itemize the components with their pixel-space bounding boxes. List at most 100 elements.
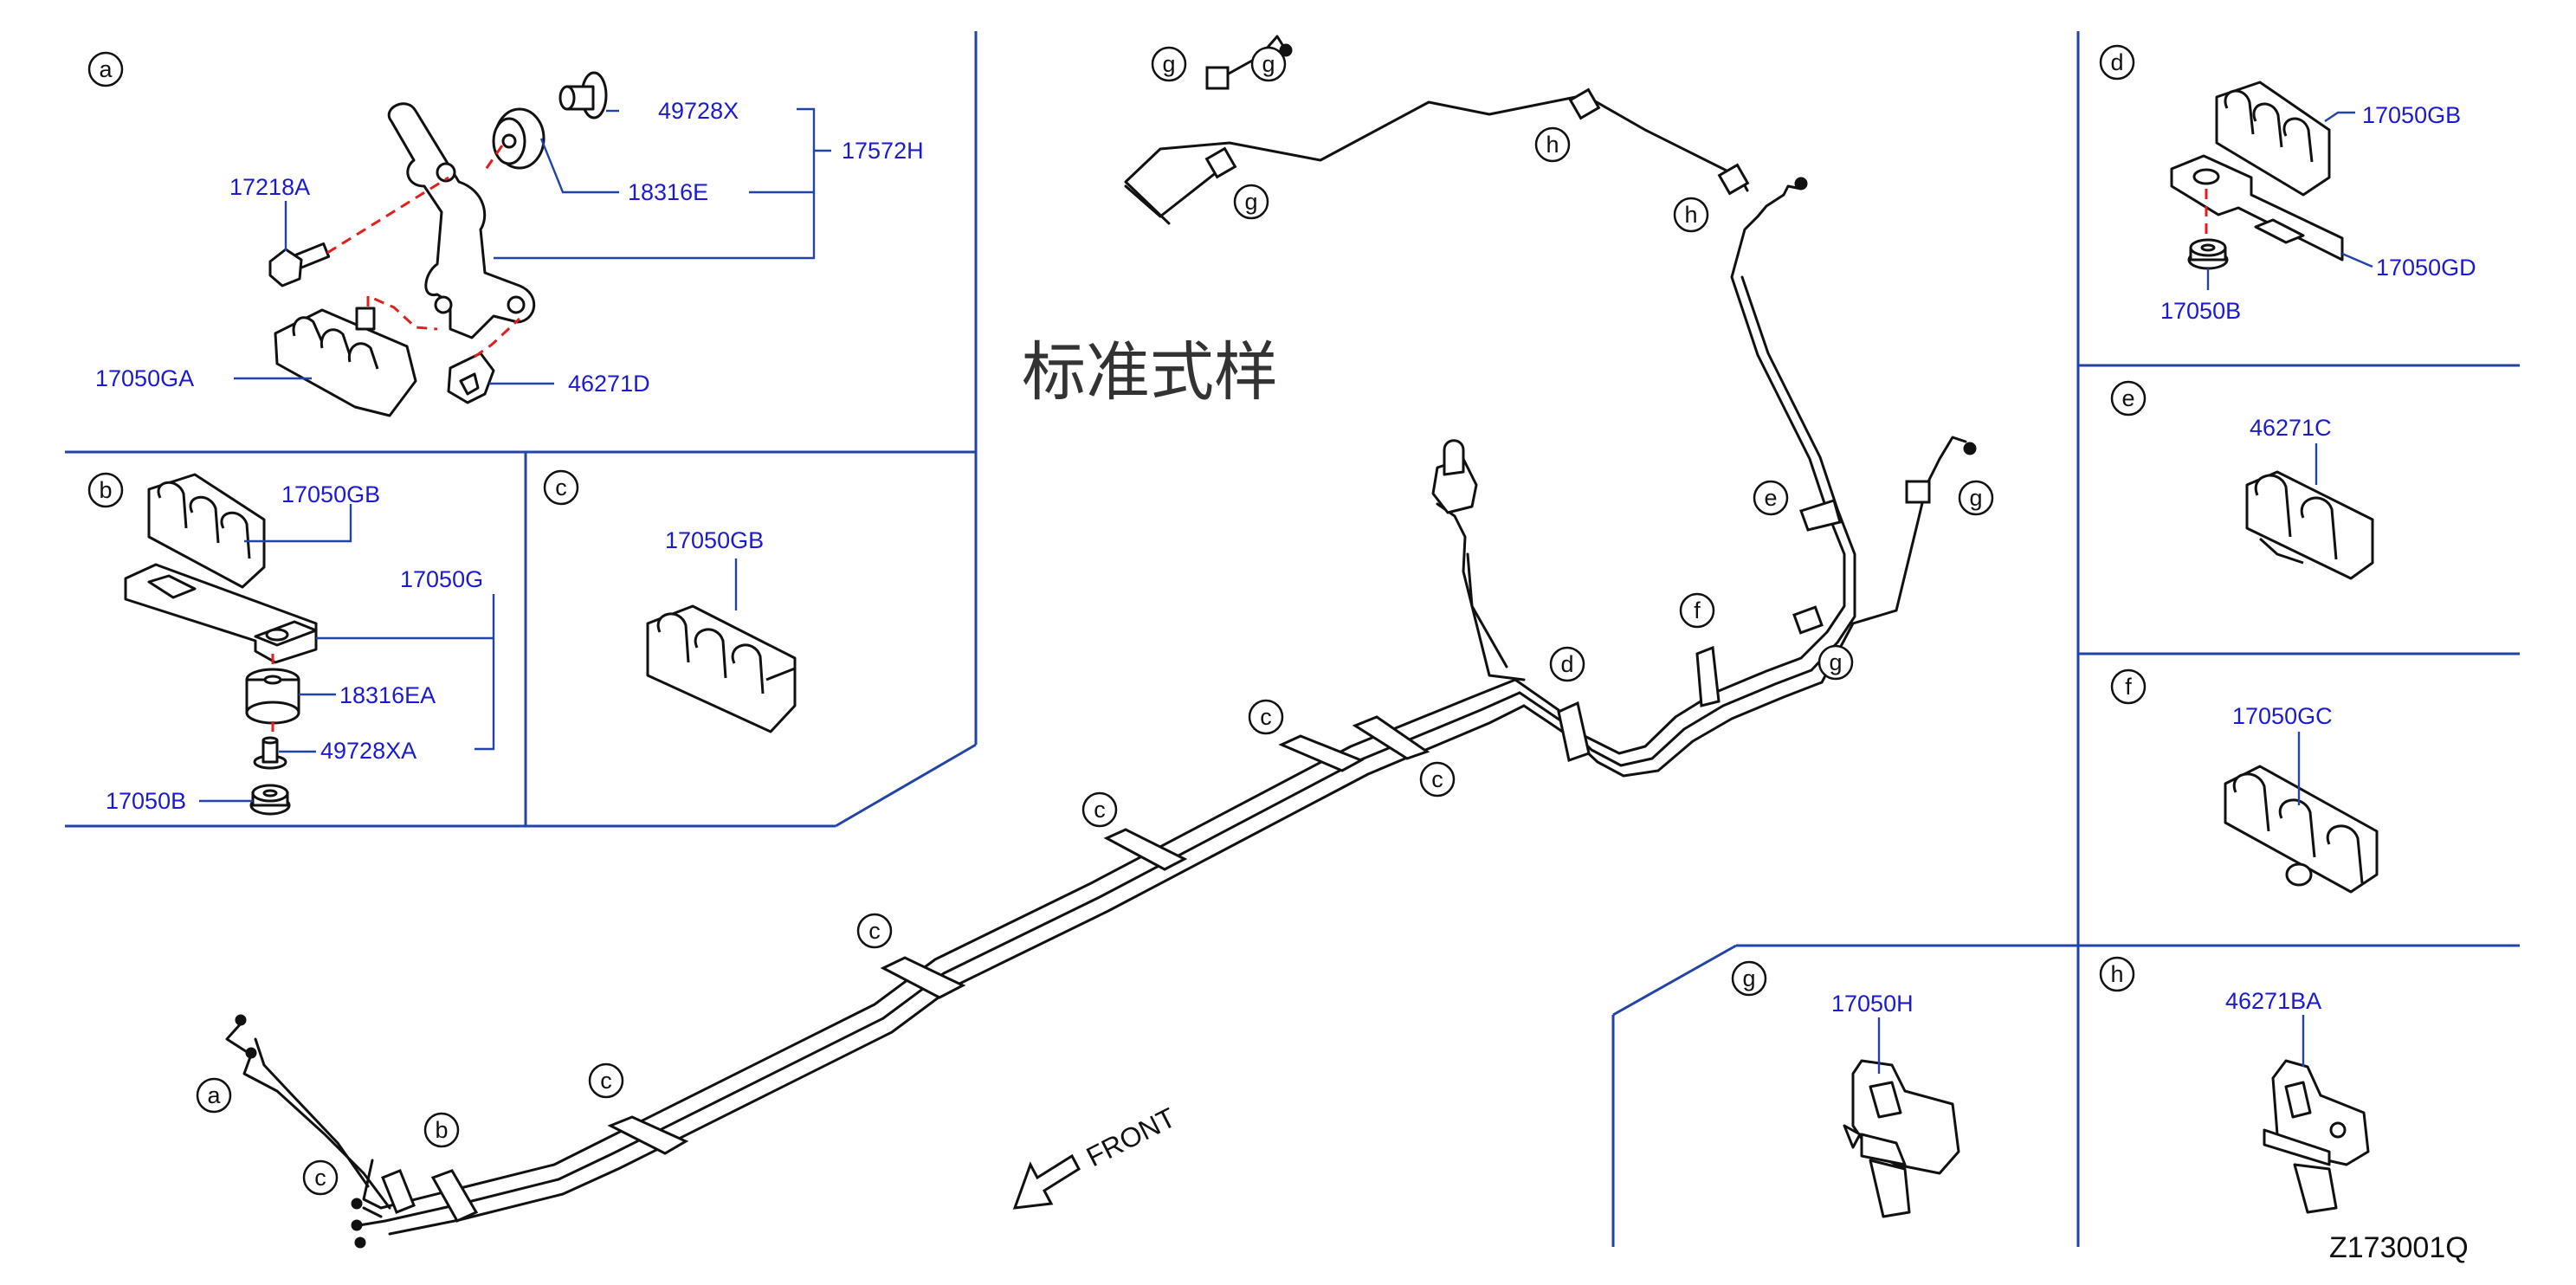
bushing-18316e xyxy=(492,107,546,170)
svg-text:g: g xyxy=(1262,51,1275,77)
callout-g: g xyxy=(1233,184,1269,220)
panel-c-letter: c xyxy=(543,469,579,506)
svg-text:g: g xyxy=(1742,965,1755,991)
svg-text:h: h xyxy=(1546,132,1559,158)
callout-h: h xyxy=(1673,197,1709,233)
svg-text:b: b xyxy=(99,477,112,503)
callout-c: c xyxy=(1419,761,1456,797)
callout-g: g xyxy=(1151,46,1187,82)
panel-d-letter: d xyxy=(2099,44,2135,81)
clip-46271d xyxy=(447,352,495,404)
pn-46271ba: 46271BA xyxy=(2225,988,2321,1014)
callout-g: g xyxy=(1958,480,1994,516)
callout-c: c xyxy=(1248,699,1284,735)
clip-46271ba xyxy=(2263,1059,2370,1214)
svg-text:h: h xyxy=(1684,202,1697,228)
svg-text:g: g xyxy=(1162,51,1175,77)
panel-a-letter: a xyxy=(87,51,124,87)
pn-17050b-d: 17050B xyxy=(2160,298,2241,324)
title-cn: 标准式样 xyxy=(1022,335,1278,410)
svg-text:a: a xyxy=(207,1082,221,1108)
quick-connector xyxy=(1431,439,1478,514)
pn-17050gb-d: 17050GB xyxy=(2362,102,2461,128)
clip-block xyxy=(1792,605,1824,635)
pn-17050gb-c: 17050GB xyxy=(665,527,764,553)
pn-18316ea: 18316EA xyxy=(339,682,436,708)
callout-f: g xyxy=(1250,46,1287,82)
clip-46271c xyxy=(2245,470,2374,580)
svg-text:g: g xyxy=(1969,485,1982,511)
svg-text:e: e xyxy=(1764,485,1777,511)
clip-17050gb-c xyxy=(646,604,797,733)
panel-b-letter: b xyxy=(87,472,124,508)
svg-text:f: f xyxy=(2125,674,2132,700)
fuel-pipe-assembly xyxy=(225,35,1977,1249)
bracket-17050gd xyxy=(2170,154,2344,262)
bushing-18316ea xyxy=(245,668,300,725)
pn-17572h: 17572H xyxy=(842,138,924,164)
bolt-17218a xyxy=(268,242,331,287)
panel-borders xyxy=(65,31,2520,1247)
panel-d: d 17050GB 17050GD 17050B xyxy=(2099,44,2476,324)
bracket-hole xyxy=(436,162,456,183)
svg-text:c: c xyxy=(1094,797,1106,823)
pn-17050h: 17050H xyxy=(1831,991,1914,1017)
svg-text:c: c xyxy=(1260,704,1272,730)
callout-c: c xyxy=(1081,791,1118,828)
callout-e: e xyxy=(1753,480,1789,516)
callout-h: h xyxy=(1534,126,1571,163)
bracket-hole xyxy=(507,295,526,314)
collar-49728xa xyxy=(253,736,287,770)
bracket-17050g xyxy=(124,563,318,664)
svg-text:c: c xyxy=(555,475,567,500)
callout-c: c xyxy=(302,1159,339,1196)
clip-block xyxy=(1204,146,1237,179)
svg-text:e: e xyxy=(2121,385,2134,411)
svg-text:d: d xyxy=(1560,651,1573,677)
callout-b: b xyxy=(423,1112,460,1148)
svg-text:h: h xyxy=(2110,961,2123,987)
pn-17050ga: 17050GA xyxy=(95,365,194,391)
panel-e: e 46271C xyxy=(2110,380,2374,580)
pn-17218a: 17218A xyxy=(229,174,310,200)
svg-text:c: c xyxy=(1431,766,1443,792)
pn-17050gc: 17050GC xyxy=(2232,703,2333,729)
clip-17050ga xyxy=(274,307,417,417)
panel-g-letter: g xyxy=(1731,960,1767,997)
pn-49728x: 49728X xyxy=(658,98,739,124)
panel-c: c 17050GB xyxy=(543,469,797,733)
panel-a: a xyxy=(87,51,924,417)
panel-f: f 17050GC xyxy=(2110,668,2379,894)
pn-18316e: 18316E xyxy=(628,179,708,205)
panel-g: g 17050H xyxy=(1731,960,1960,1218)
callout-c: c xyxy=(856,913,893,949)
clip-17050gb-d xyxy=(2215,81,2331,197)
nut-17050b xyxy=(249,784,291,816)
front-arrow: FRONT xyxy=(1012,1101,1181,1210)
diagram-code: Z173001Q xyxy=(2329,1231,2469,1264)
clip-block xyxy=(1717,163,1750,196)
cap-49728x xyxy=(558,71,608,119)
bracket-hole xyxy=(434,295,453,314)
clip-block xyxy=(1205,66,1230,90)
clip-17050gc xyxy=(2224,765,2379,894)
nut-17050b-d xyxy=(2187,238,2229,270)
pn-17050gd: 17050GD xyxy=(2376,255,2476,281)
svg-text:f: f xyxy=(1694,597,1701,623)
clip-17050h xyxy=(1843,1059,1960,1218)
callout-f: f xyxy=(1679,592,1715,629)
svg-text:c: c xyxy=(868,918,881,944)
panel-h: h 46271BA xyxy=(2099,956,2370,1214)
pn-46271c: 46271C xyxy=(2250,415,2332,441)
svg-text:g: g xyxy=(1244,189,1257,215)
svg-text:b: b xyxy=(435,1117,448,1143)
callout-d: d xyxy=(1549,646,1585,682)
svg-text:c: c xyxy=(600,1068,612,1094)
front-label: FRONT xyxy=(1081,1101,1181,1172)
clip-17050gb xyxy=(147,473,266,589)
pn-49728xa: 49728XA xyxy=(320,738,416,764)
callouts: a b c c c c c c d e f g g g g g h h xyxy=(196,46,1994,1196)
clip-block xyxy=(1568,87,1601,120)
callout-a: a xyxy=(196,1077,232,1114)
